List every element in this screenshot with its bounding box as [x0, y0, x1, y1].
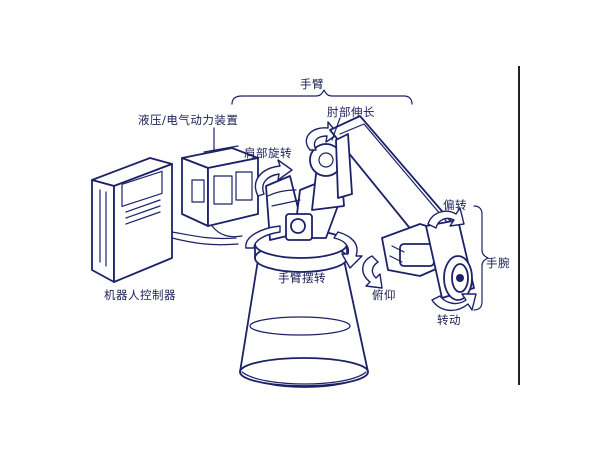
label-arm-swing: 手臂摆转: [278, 271, 326, 285]
robot-controller-cabinet: [91, 157, 173, 283]
hydraulic-power-unit: [181, 145, 259, 238]
controller-cable-2: [171, 237, 239, 246]
label-hydraulic-power: 液压/电气动力装置: [138, 113, 239, 127]
label-robot-controller: 机器人控制器: [104, 288, 176, 302]
label-wrist: 手腕: [486, 256, 510, 270]
label-arm: 手臂: [300, 77, 324, 91]
arm-swing-arrow: [245, 225, 281, 249]
label-shoulder-rotation: 肩部旋转: [244, 146, 292, 160]
shoulder-rotation-arrow: [254, 159, 293, 197]
label-pitch: 俯仰: [372, 288, 396, 302]
yaw-arrow: [427, 207, 465, 229]
rotation-arrow: [431, 293, 477, 311]
label-elbow-extension: 肘部伸长: [327, 105, 375, 119]
arm-bracket: [231, 89, 413, 105]
controller-cable: [171, 231, 237, 240]
label-yaw: 偏转: [443, 198, 467, 212]
label-rotation: 转动: [437, 313, 461, 327]
elbow-leader: [331, 117, 341, 141]
forearm: [329, 115, 461, 249]
wrist-bracket: [473, 205, 489, 311]
wrist-assembly: [381, 219, 475, 301]
pitch-arrow: [362, 255, 383, 289]
arm-swing-arrow-right: [333, 231, 363, 269]
